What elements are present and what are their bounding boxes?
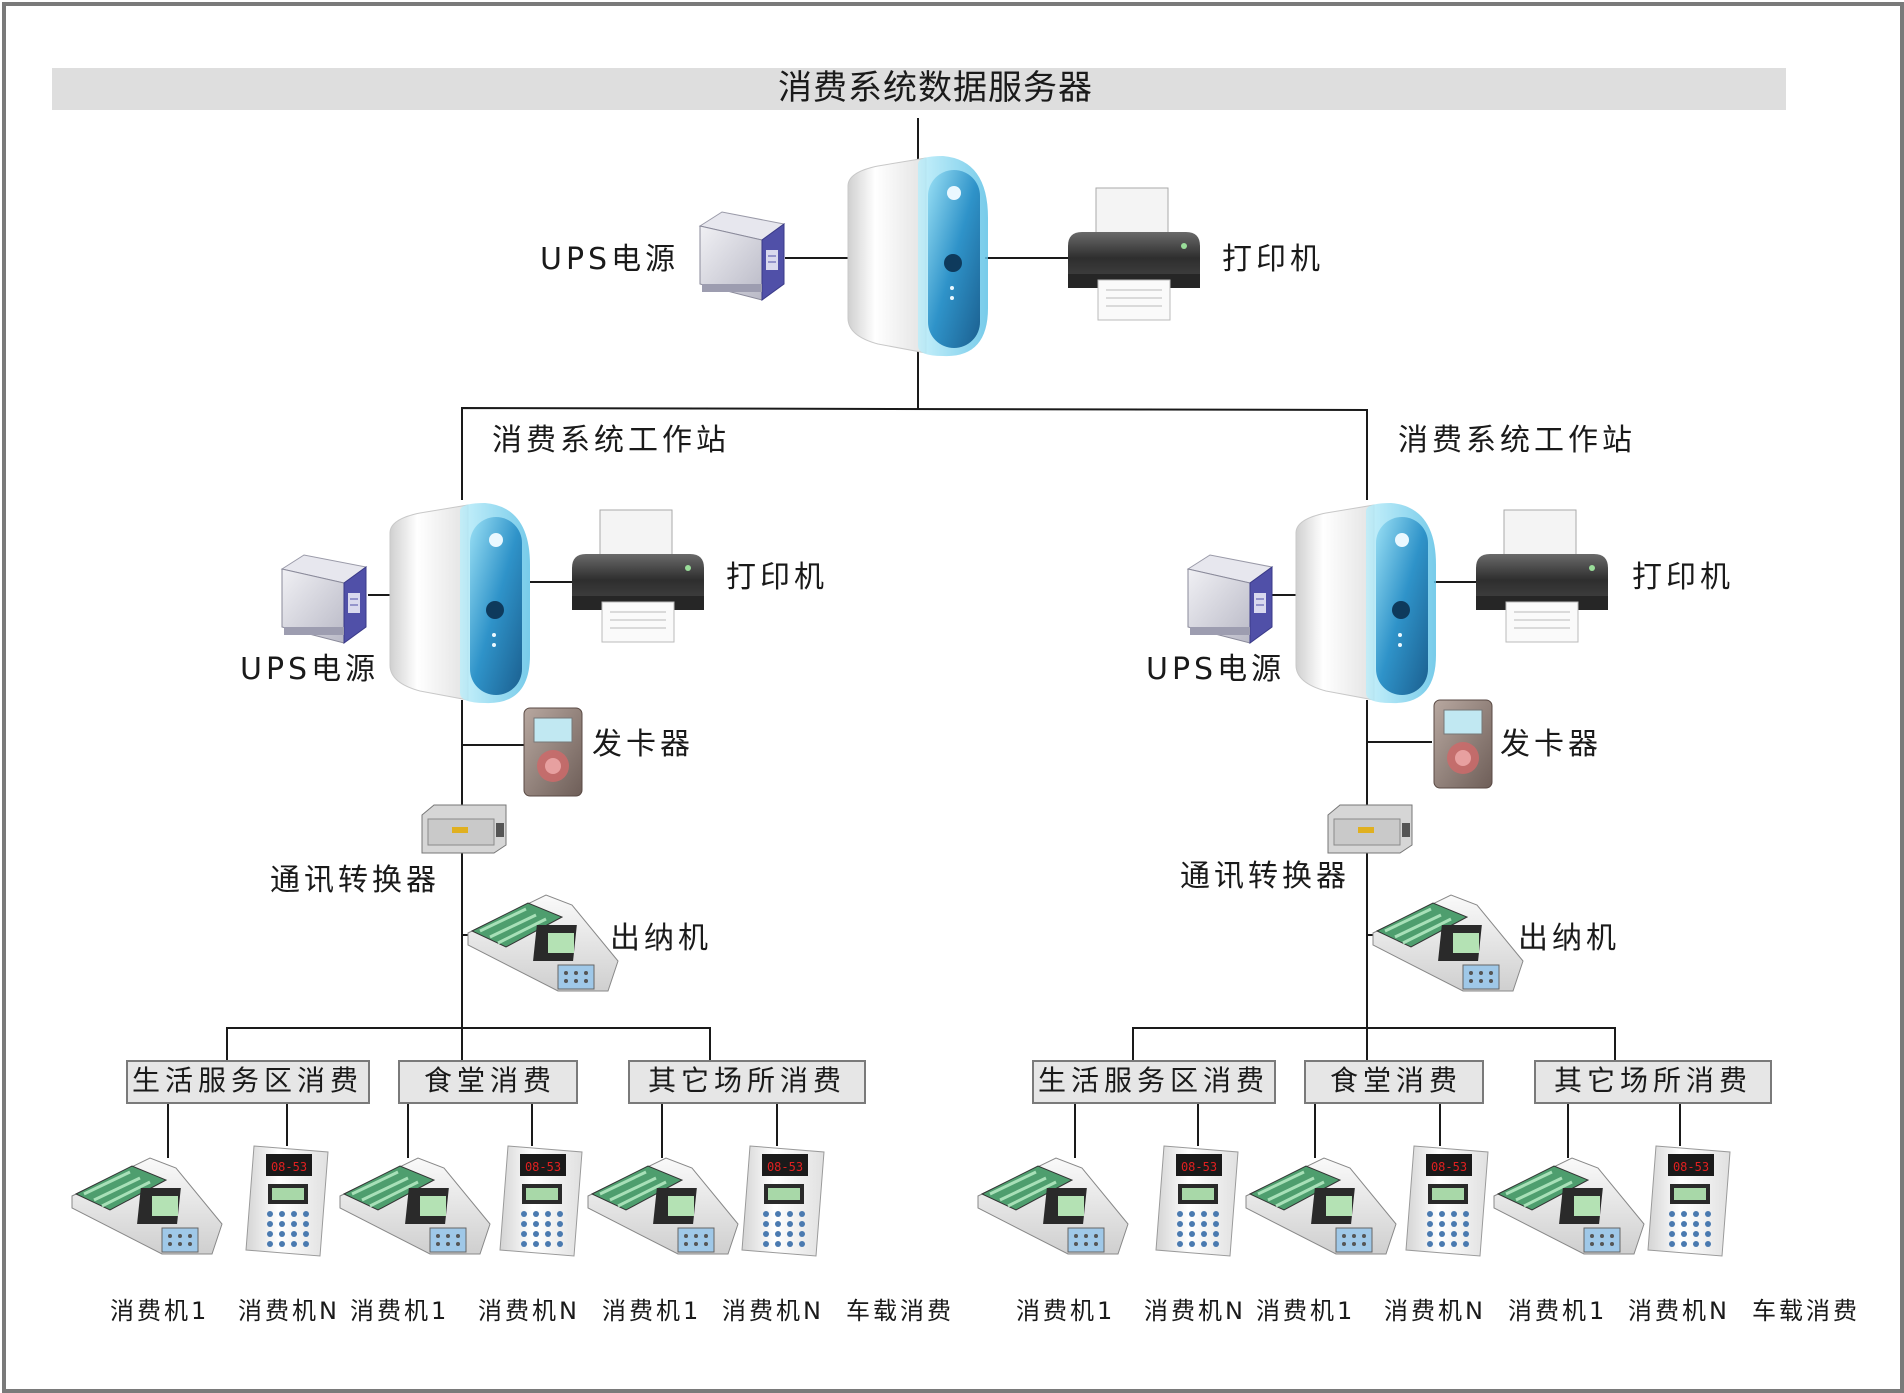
server-title-band <box>52 68 1786 110</box>
server-printer-label: 打印机 <box>1222 242 1324 277</box>
server-ups-label: UPS电源 <box>540 242 680 277</box>
left-printer-label: 打印机 <box>726 560 828 595</box>
right-terminal-1-pos-icon <box>976 1156 1130 1256</box>
right-converter-icon <box>1327 804 1413 854</box>
left-terminal-6-card-icon <box>741 1145 825 1257</box>
left-terminal-1-pos-icon <box>70 1156 224 1256</box>
right-card-issuer-label: 发卡器 <box>1500 727 1602 762</box>
right-station-pc-icon <box>1295 502 1437 704</box>
right-station-ups-icon <box>1187 554 1273 644</box>
right-card-issuer-icon <box>1433 699 1493 789</box>
left-category-box-2 <box>398 1060 578 1104</box>
left-category-box-1 <box>126 1060 370 1104</box>
left-category-box-3 <box>628 1060 866 1104</box>
right-terminal-label-7: 车载消费 <box>1752 1297 1860 1325</box>
left-cashier-icon <box>466 893 620 993</box>
right-terminal-label-4: 消费机N <box>1384 1297 1486 1325</box>
left-station-title: 消费系统工作站 <box>492 423 730 458</box>
right-terminal-label-5: 消费机1 <box>1508 1297 1608 1325</box>
left-cashier-label: 出纳机 <box>610 921 712 956</box>
right-category-label-2: 食堂消费 <box>1330 1064 1463 1097</box>
right-terminal-2-card-icon <box>1155 1145 1239 1257</box>
server-printer-icon <box>1067 187 1201 321</box>
left-ups-label: UPS电源 <box>240 652 380 687</box>
right-category-box-3 <box>1534 1060 1772 1104</box>
left-station-pc-icon <box>389 502 531 704</box>
left-terminal-label-4: 消费机N <box>478 1297 580 1325</box>
right-terminal-4-card-icon <box>1405 1145 1489 1257</box>
right-converter-label: 通讯转换器 <box>1180 859 1350 894</box>
left-terminal-label-3: 消费机1 <box>350 1297 450 1325</box>
left-terminal-2-card-icon <box>245 1145 329 1257</box>
left-terminal-label-6: 消费机N <box>722 1297 824 1325</box>
right-terminal-label-6: 消费机N <box>1628 1297 1730 1325</box>
connection-lines <box>167 118 1681 1158</box>
left-station-ups-icon <box>281 554 367 644</box>
left-terminal-3-pos-icon <box>338 1156 492 1256</box>
right-terminal-6-card-icon <box>1647 1145 1731 1257</box>
left-converter-icon <box>421 804 507 854</box>
right-terminal-label-1: 消费机1 <box>1016 1297 1116 1325</box>
right-category-label-1: 生活服务区消费 <box>1038 1064 1270 1097</box>
right-station-printer-icon <box>1475 509 1609 643</box>
right-cashier-icon <box>1371 893 1525 993</box>
left-terminal-label-2: 消费机N <box>238 1297 340 1325</box>
left-category-label-1: 生活服务区消费 <box>132 1064 364 1097</box>
right-category-label-3: 其它场所消费 <box>1554 1064 1753 1097</box>
left-station-printer-icon <box>571 509 705 643</box>
left-converter-label: 通讯转换器 <box>270 863 440 898</box>
left-card-issuer-icon <box>523 707 583 797</box>
right-category-box-2 <box>1304 1060 1484 1104</box>
right-cashier-label: 出纳机 <box>1518 921 1620 956</box>
right-printer-label: 打印机 <box>1632 560 1734 595</box>
right-ups-label: UPS电源 <box>1146 652 1286 687</box>
left-category-label-3: 其它场所消费 <box>648 1064 847 1097</box>
server-title: 消费系统数据服务器 <box>778 68 1093 108</box>
left-terminal-label-1: 消费机1 <box>110 1297 210 1325</box>
left-category-label-2: 食堂消费 <box>424 1064 557 1097</box>
right-terminal-label-3: 消费机1 <box>1256 1297 1356 1325</box>
left-terminal-label-5: 消费机1 <box>602 1297 702 1325</box>
left-card-issuer-label: 发卡器 <box>592 727 694 762</box>
right-station-title: 消费系统工作站 <box>1398 423 1636 458</box>
right-terminal-3-pos-icon <box>1244 1156 1398 1256</box>
left-terminal-label-7: 车载消费 <box>846 1297 954 1325</box>
right-category-box-1 <box>1032 1060 1276 1104</box>
left-terminal-4-card-icon <box>499 1145 583 1257</box>
server-ups-icon <box>699 211 785 301</box>
left-terminal-5-pos-icon <box>586 1156 740 1256</box>
right-terminal-label-2: 消费机N <box>1144 1297 1246 1325</box>
right-terminal-5-pos-icon <box>1492 1156 1646 1256</box>
server-pc-icon <box>847 155 989 357</box>
